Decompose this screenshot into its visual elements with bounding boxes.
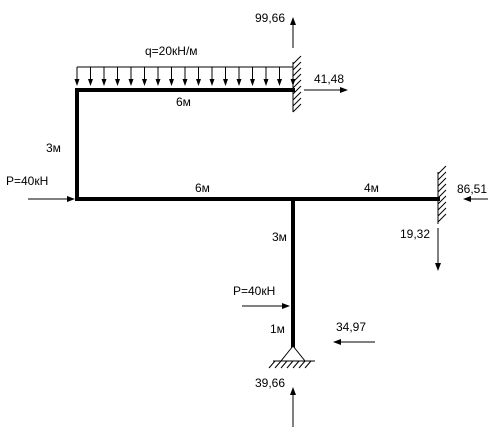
hatch-line (292, 97, 302, 107)
load-arrow-column-point (242, 303, 290, 309)
load-arrow-left-point (28, 196, 75, 202)
fixed-support-top (292, 55, 302, 113)
distributed-load-arrow (223, 67, 228, 86)
distributed-load-arrow (236, 67, 242, 86)
distributed-load-label: q=20кН/м (145, 44, 198, 58)
distributed-load-arrow (142, 67, 147, 86)
distributed-load-arrow (169, 67, 174, 86)
reaction-bottom-horizontal-label: 34,97 (336, 320, 366, 334)
distributed-load (74, 66, 296, 86)
column-lower-label: 1м (270, 322, 285, 336)
fixed-support-right (437, 165, 447, 224)
distributed-load-arrow (250, 67, 255, 86)
reaction-arrow-bottom-horizontal (333, 339, 375, 345)
load-arrow-left-point-head (67, 196, 75, 202)
hatch-line (286, 360, 294, 369)
fixed-support-right-hatch (437, 165, 447, 223)
distributed-load-arrow (155, 67, 161, 86)
reaction-arrow-bottom-vertical-head (290, 387, 296, 395)
hatch-line (437, 189, 447, 199)
pin-support-bottom (268, 345, 315, 369)
hatch-line (437, 183, 447, 193)
hatch-line (437, 207, 447, 217)
hatch-line (292, 61, 302, 71)
reaction-arrow-bottom-vertical (290, 387, 296, 427)
hatch-line (437, 213, 447, 223)
reaction-right-horizontal-label: 86,51 (457, 182, 487, 196)
point-load-bottom-label: P=40кН (233, 284, 275, 298)
right-span-label: 4м (364, 181, 379, 195)
hatch-line (274, 360, 282, 369)
load-arrow-column-point-head (282, 303, 290, 309)
distributed-load-arrow (74, 67, 80, 86)
reaction-arrow-right-vertical-head (435, 263, 441, 271)
hatch-line (304, 360, 312, 369)
hatch-line (437, 171, 447, 181)
distributed-load-arrow (277, 67, 282, 86)
reaction-arrow-top-vertical-head (290, 17, 296, 25)
hatch-line (292, 85, 302, 95)
hatch-line (437, 177, 447, 187)
hatch-line (292, 91, 302, 101)
reaction-bottom-vertical-label: 39,66 (255, 376, 285, 390)
reaction-arrow-top-vertical (290, 17, 296, 48)
middle-span-label: 6м (195, 181, 210, 195)
reaction-arrow-right-vertical (435, 228, 441, 271)
distributed-load-arrow (115, 67, 120, 86)
distributed-load-arrow (209, 67, 215, 86)
reaction-arrow-right-horizontal (463, 196, 488, 202)
column-upper-label: 3м (272, 230, 287, 244)
reaction-arrow-top-horizontal-head (340, 87, 348, 93)
hatch-line (292, 67, 302, 77)
frame-members (75, 88, 440, 348)
hatch-line (292, 55, 302, 65)
distributed-load-arrow (196, 67, 201, 86)
distributed-load-arrow (101, 67, 107, 86)
point-load-top-label: P=40кН (6, 174, 48, 188)
pin-support-triangle (279, 345, 307, 362)
distributed-load-arrow (182, 67, 188, 86)
hatch-line (292, 73, 302, 83)
left-height-label: 3м (46, 141, 61, 155)
reaction-arrow-top-horizontal (304, 87, 348, 93)
fixed-support-top-hatch (292, 55, 302, 113)
reaction-arrow-bottom-horizontal-head (333, 339, 341, 345)
hatch-line (268, 360, 276, 369)
hatch-line (292, 103, 302, 113)
hatch-line (292, 79, 302, 89)
distributed-load-arrow (128, 67, 134, 86)
distributed-load-arrows (74, 67, 296, 86)
reaction-right-vertical-label: 19,32 (400, 227, 430, 241)
top-span-label: 6м (176, 95, 191, 109)
reaction-top-horizontal-label: 41,48 (314, 72, 344, 86)
pin-support-hatch (268, 360, 312, 369)
hatch-line (292, 360, 300, 369)
hatch-line (437, 201, 447, 211)
reaction-top-vertical-label: 99,66 (255, 11, 285, 25)
distributed-load-arrow (263, 67, 269, 86)
hatch-line (437, 165, 447, 175)
distributed-load-arrow (88, 67, 93, 86)
hatch-line (280, 360, 288, 369)
hatch-line (437, 195, 447, 205)
reaction-arrow-right-horizontal-head (463, 196, 471, 202)
hatch-line (298, 360, 306, 369)
